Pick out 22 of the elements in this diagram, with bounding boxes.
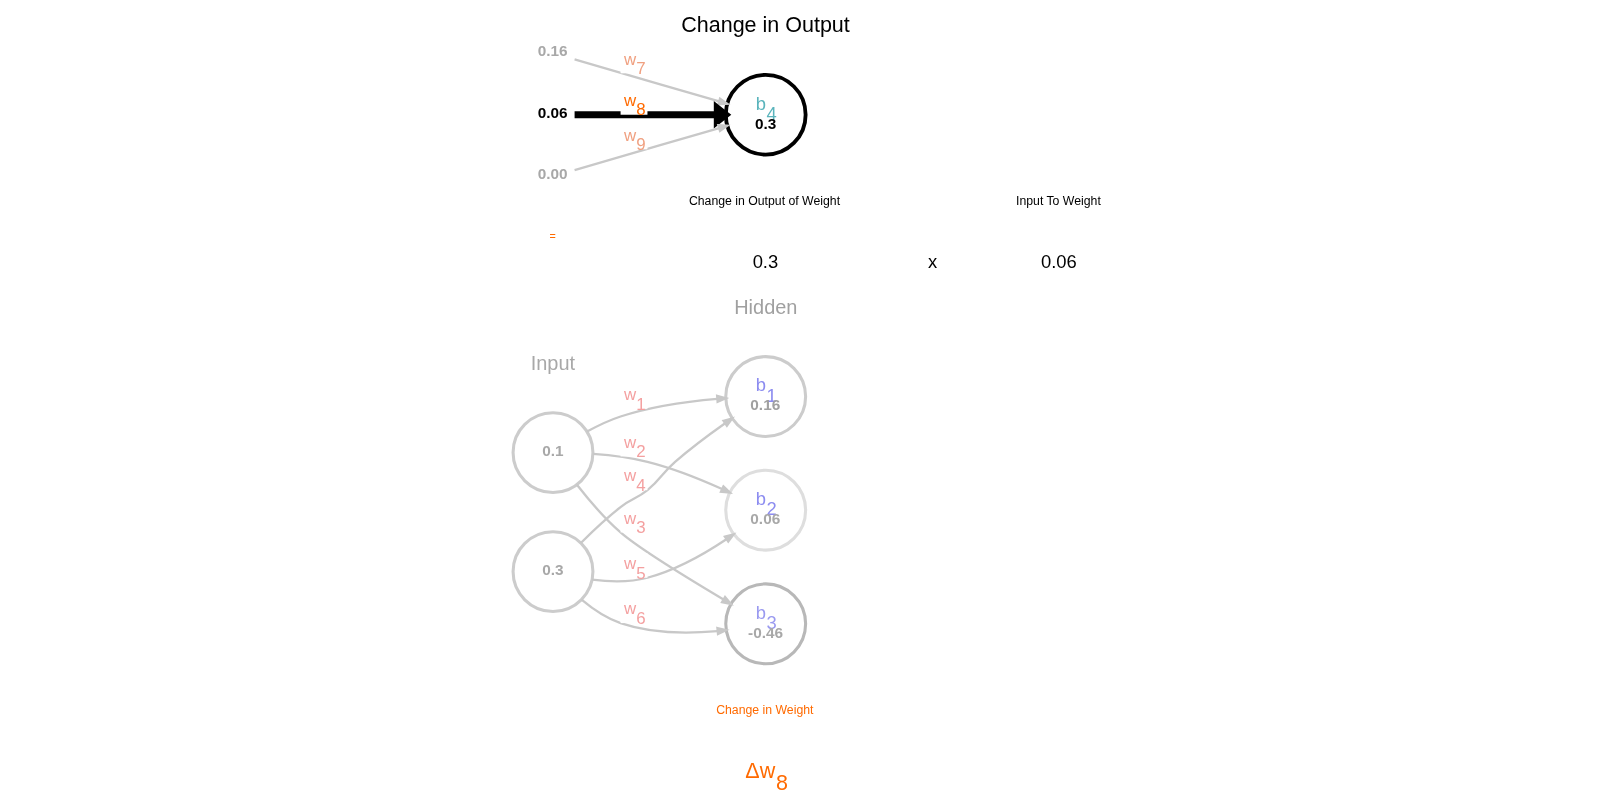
- arrow: [580, 416, 735, 544]
- arrow: [574, 100, 732, 129]
- arrow: [592, 532, 737, 583]
- node-circle: 0.1: [511, 411, 595, 495]
- label: 0.3: [752, 251, 779, 273]
- label: Input: [530, 351, 576, 374]
- node-text: 0.16: [537, 42, 568, 60]
- arrow: [592, 452, 733, 495]
- label: x: [928, 251, 938, 273]
- arrow: [576, 484, 734, 606]
- label: Input To Weight: [1016, 194, 1101, 209]
- node-label: Change in Output: [681, 12, 850, 37]
- node-text: 0.06: [537, 103, 568, 121]
- label: =: [549, 230, 556, 243]
- arrow: [574, 58, 731, 106]
- node-text: 0.00: [537, 165, 568, 183]
- label: Change in Weight: [716, 703, 814, 718]
- arrow: [586, 394, 730, 433]
- label: Change in Output of Weight: [688, 194, 841, 209]
- node-circle: 0.3: [511, 530, 595, 614]
- label: 0.06: [1040, 251, 1077, 273]
- label: Hidden: [734, 295, 798, 318]
